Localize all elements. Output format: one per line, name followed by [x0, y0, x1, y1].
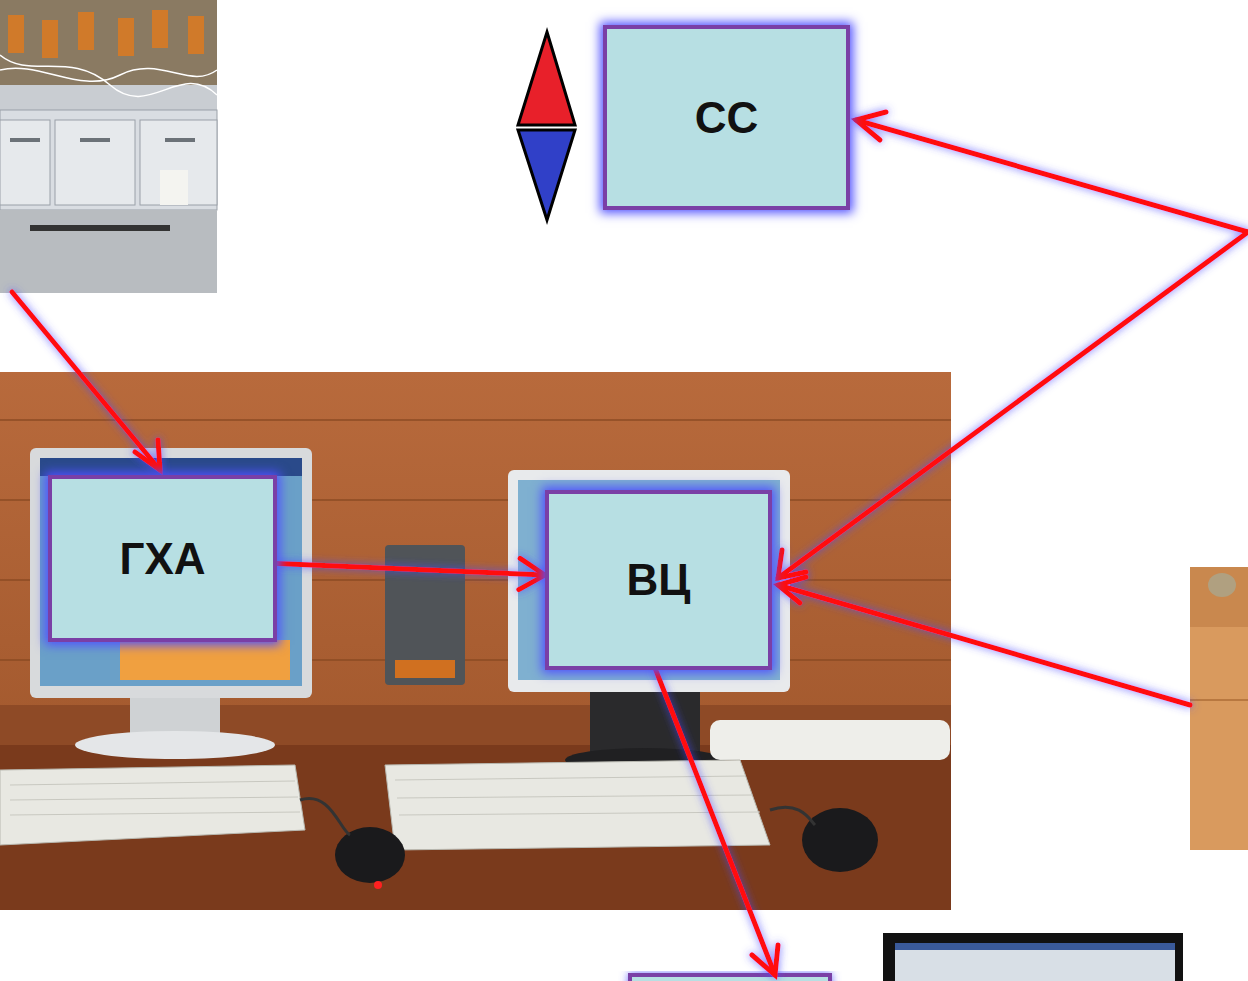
- box-label: ВЦ: [627, 555, 691, 605]
- screen-photo: [883, 933, 1183, 981]
- process-box: ВЦ: [545, 490, 772, 670]
- direction-symbol: [518, 32, 575, 220]
- process-box: ГХА: [48, 475, 277, 642]
- box-label: ГХА: [119, 534, 205, 584]
- link-arrows: [12, 112, 1248, 975]
- connector-arrow: [277, 558, 545, 589]
- box-label: СС: [695, 93, 759, 143]
- lab-photo: [0, 0, 217, 293]
- table-photo: [1190, 567, 1248, 850]
- partial-box: [630, 975, 830, 981]
- process-box: СС: [603, 25, 850, 210]
